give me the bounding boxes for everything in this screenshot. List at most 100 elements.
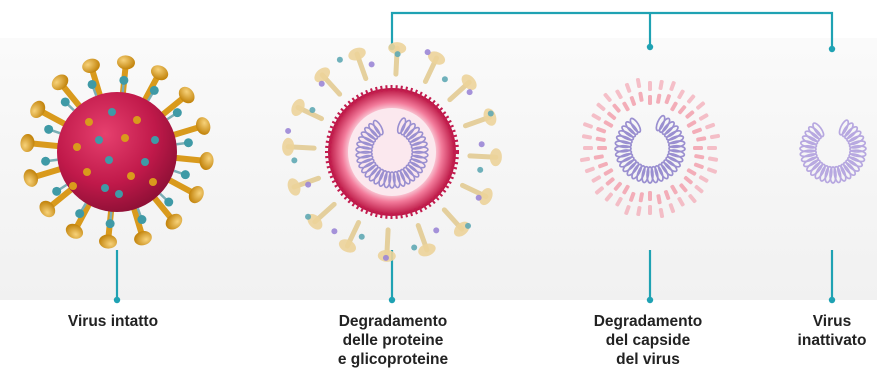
rna-loop bbox=[799, 140, 818, 149]
rna-loop bbox=[616, 152, 634, 163]
connector-dot bbox=[828, 45, 836, 53]
rna-loop bbox=[663, 125, 679, 138]
rna-loop bbox=[646, 166, 654, 184]
glycoprotein-fragment bbox=[305, 213, 312, 220]
rna-loop bbox=[667, 149, 686, 158]
capsid-fragment bbox=[677, 196, 685, 207]
rna-loop bbox=[667, 140, 686, 149]
capsid-fragment bbox=[693, 162, 704, 169]
rna-loop bbox=[410, 154, 428, 164]
rna-loop bbox=[636, 164, 646, 182]
spike-head bbox=[195, 117, 211, 135]
capsid-fragment bbox=[638, 91, 644, 102]
rna-loop bbox=[667, 135, 685, 145]
rna-loop bbox=[814, 163, 826, 180]
capsid-fragment bbox=[603, 92, 612, 102]
rna-loop bbox=[844, 125, 859, 140]
glycoprotein-head bbox=[180, 170, 190, 180]
glycoprotein-fragment bbox=[382, 254, 389, 261]
glycoprotein-head bbox=[44, 124, 54, 134]
rna-loop bbox=[364, 126, 379, 140]
glycoprotein-head bbox=[183, 138, 193, 148]
rna-loop bbox=[819, 164, 830, 182]
glycoprotein-head bbox=[172, 108, 182, 118]
capsid-fragment bbox=[692, 127, 702, 135]
rna-loop bbox=[409, 158, 426, 169]
rna-loop bbox=[360, 161, 377, 174]
spike-head bbox=[30, 100, 46, 119]
label-line: delle proteine bbox=[342, 332, 444, 349]
capsid-degrading-icon bbox=[579, 77, 721, 219]
connector-dot bbox=[113, 296, 121, 304]
capsid-fragment bbox=[597, 146, 607, 150]
capsid-fragment bbox=[607, 111, 617, 120]
rna-loop bbox=[829, 166, 837, 184]
label-line: Degradamento bbox=[338, 313, 448, 330]
rna-loop bbox=[355, 150, 373, 159]
capsid-fragment bbox=[683, 176, 693, 185]
capsid-fragment bbox=[694, 154, 705, 160]
rna-loop bbox=[847, 135, 865, 146]
capsid-fragment bbox=[603, 120, 614, 128]
glycoprotein-fragment bbox=[368, 61, 375, 68]
rna-loop bbox=[356, 141, 374, 150]
capsid-fragment bbox=[594, 186, 604, 195]
surface-protein bbox=[69, 182, 77, 190]
spike-head-fragment bbox=[418, 243, 436, 257]
rna-loop bbox=[641, 165, 650, 184]
capsid-fragment bbox=[615, 89, 623, 100]
capsid-fragment bbox=[624, 82, 632, 93]
surface-protein bbox=[83, 168, 91, 176]
capsid-fragment bbox=[591, 175, 602, 183]
rna-loop bbox=[841, 122, 854, 138]
glycoprotein-head bbox=[105, 219, 115, 229]
glycoprotein-fragment bbox=[358, 233, 365, 240]
glycoprotein-fragment bbox=[441, 76, 448, 83]
glycoprotein-fragment bbox=[318, 80, 325, 87]
degrading-virus-icon bbox=[282, 42, 502, 262]
rna-loop bbox=[658, 117, 671, 134]
label-line: e glicoproteine bbox=[337, 351, 449, 368]
glycoprotein-fragment bbox=[291, 157, 298, 164]
spike-head-fragment bbox=[338, 239, 356, 253]
capsid-fragment bbox=[596, 127, 607, 134]
surface-protein bbox=[133, 116, 141, 124]
rna-loop bbox=[804, 130, 820, 143]
capsid-fragment bbox=[648, 81, 652, 91]
rna-loop bbox=[411, 150, 429, 159]
capsid-fragment bbox=[603, 168, 614, 176]
capsid-fragment bbox=[629, 96, 637, 106]
capsid-fragment bbox=[696, 136, 707, 142]
rna-loop bbox=[848, 149, 867, 158]
spike-head bbox=[188, 185, 204, 204]
glycoprotein-fragment bbox=[433, 227, 440, 234]
rna-loop bbox=[364, 164, 379, 178]
capsid-fragment bbox=[707, 156, 719, 162]
rna-loop bbox=[360, 131, 377, 143]
rna-loop bbox=[403, 122, 416, 138]
rna-loop bbox=[411, 146, 429, 154]
rna-loop bbox=[631, 163, 643, 180]
label-line: del capside bbox=[605, 332, 691, 349]
glycoprotein-head bbox=[149, 85, 159, 95]
rna-loop bbox=[372, 119, 384, 136]
label-line: Virus bbox=[812, 313, 852, 330]
spike-head bbox=[150, 65, 169, 81]
rna-loop bbox=[845, 159, 860, 172]
spike-head bbox=[39, 200, 56, 218]
spike-head bbox=[117, 55, 135, 70]
capsid-fragment bbox=[583, 122, 593, 129]
spike-head-fragment bbox=[287, 178, 301, 196]
connector-dot bbox=[646, 43, 654, 51]
glycoprotein-fragment bbox=[394, 51, 401, 58]
rna-loop bbox=[842, 161, 857, 177]
connector-dot bbox=[388, 296, 396, 304]
glycoprotein-head bbox=[119, 75, 129, 85]
glycoprotein-fragment bbox=[465, 222, 472, 229]
capsid-fragment bbox=[678, 105, 687, 115]
rna-loop bbox=[661, 121, 675, 136]
capsid-fragment bbox=[668, 203, 676, 214]
glycoprotein-fragment bbox=[424, 49, 431, 56]
glycoprotein-fragment bbox=[477, 166, 484, 173]
